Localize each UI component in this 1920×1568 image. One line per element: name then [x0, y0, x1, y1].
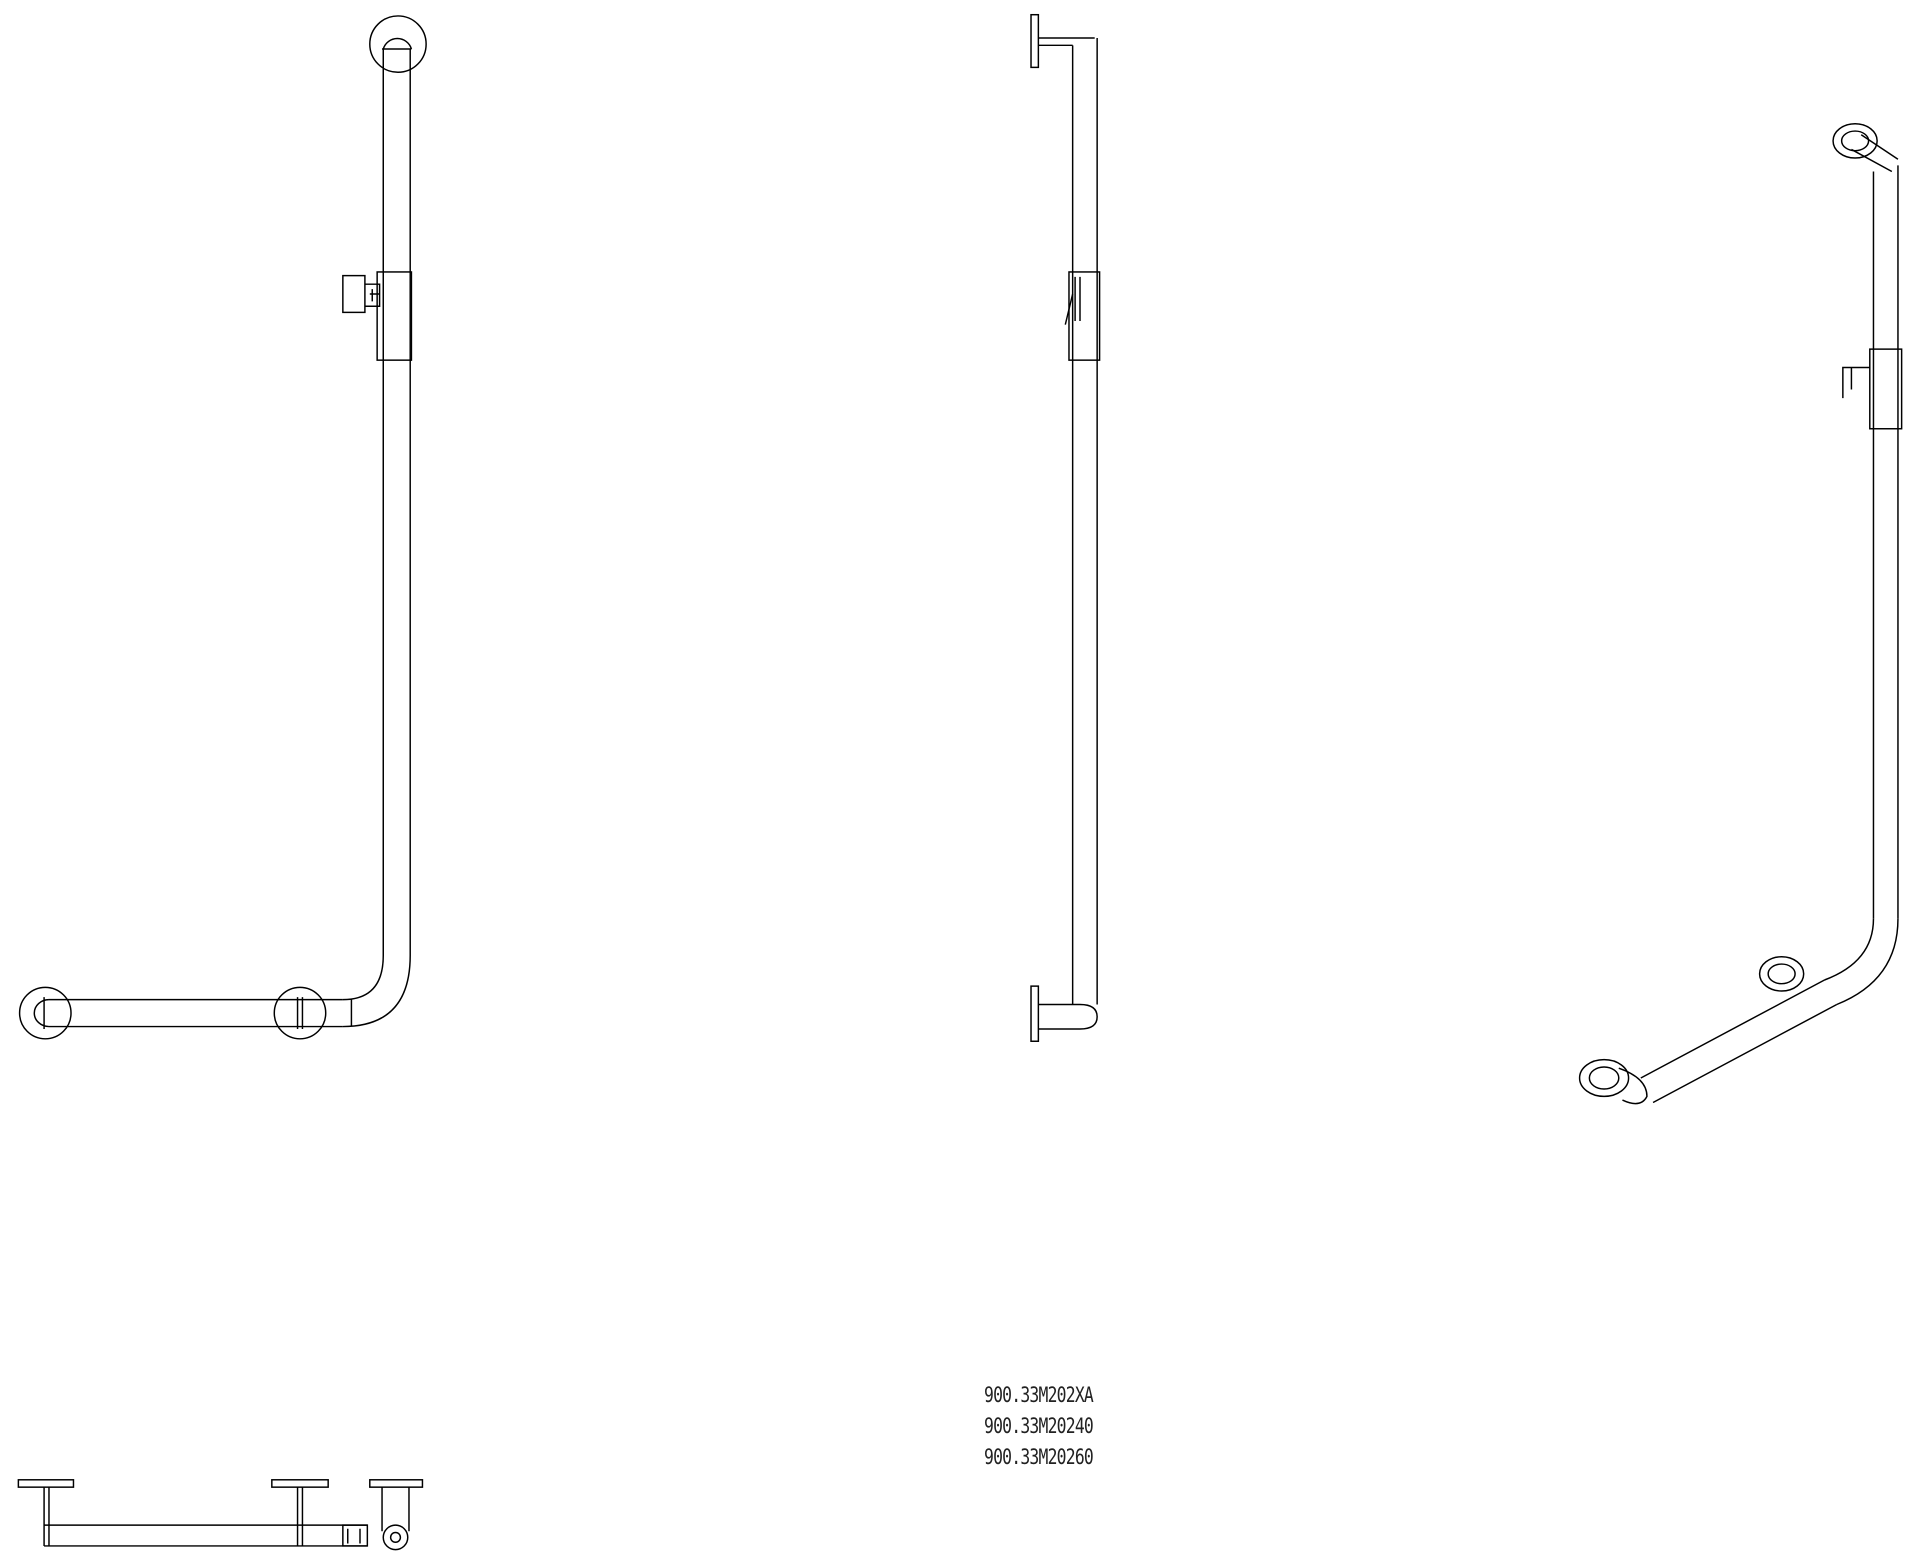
handshower-holder [342, 274, 366, 314]
middle-rosette [273, 986, 327, 1040]
horizontal-tube [48, 998, 343, 1028]
plan-flange-left [17, 1479, 75, 1488]
side-slider [1068, 271, 1101, 361]
plan-flange-right [369, 1479, 424, 1488]
plan-flange-middle [271, 1479, 329, 1488]
top-arm [1038, 37, 1095, 47]
middle-post [296, 997, 304, 1029]
plan-posts [43, 1487, 410, 1546]
part-number: 900.33M20260 [984, 1445, 1094, 1469]
bottom-flange [1030, 985, 1040, 1042]
slider [376, 271, 413, 361]
side-view [1030, 13, 1101, 1042]
iso-middle-rosette [1758, 955, 1805, 992]
top-view [17, 1479, 424, 1551]
iso-middle-rosette-inner [1767, 963, 1796, 985]
iso-elbow [1824, 918, 1899, 1006]
part-number-list: 900.33M202XA 900.33M20240 900.33M20260 [984, 1380, 1094, 1473]
side-tube [1071, 37, 1098, 1005]
iso-bottom-rosette [1578, 1058, 1630, 1098]
top-cap [382, 37, 413, 50]
left-rosette [18, 986, 72, 1040]
iso-diagonal-tube [1640, 979, 1838, 1104]
isometric-view [1578, 122, 1903, 1105]
iso-top-rosette [1832, 122, 1878, 159]
bottom-arm [1038, 1003, 1098, 1030]
holder-joint [364, 283, 381, 307]
elbow [342, 955, 411, 1028]
iso-top-arm [1851, 134, 1899, 173]
top-flange [1030, 13, 1040, 69]
iso-end-cap [1618, 1067, 1648, 1105]
front-view [18, 15, 427, 1040]
iso-bottom-rosette-inner [1588, 1066, 1620, 1090]
iso-holder [1842, 366, 1870, 399]
part-number: 900.33M202XA [984, 1383, 1094, 1407]
plan-slider [342, 1524, 369, 1547]
iso-top-rosette-inner [1840, 130, 1870, 152]
iso-tube [1872, 165, 1899, 919]
left-cap [33, 997, 50, 1029]
plan-holder [382, 1524, 409, 1551]
top-rosette [369, 15, 427, 74]
iso-slider [1869, 348, 1903, 430]
plan-holder-inner [389, 1531, 402, 1544]
side-holder [1064, 276, 1081, 325]
vertical-tube [382, 49, 411, 956]
part-number: 900.33M20240 [984, 1414, 1094, 1438]
plan-bar [44, 1524, 368, 1547]
